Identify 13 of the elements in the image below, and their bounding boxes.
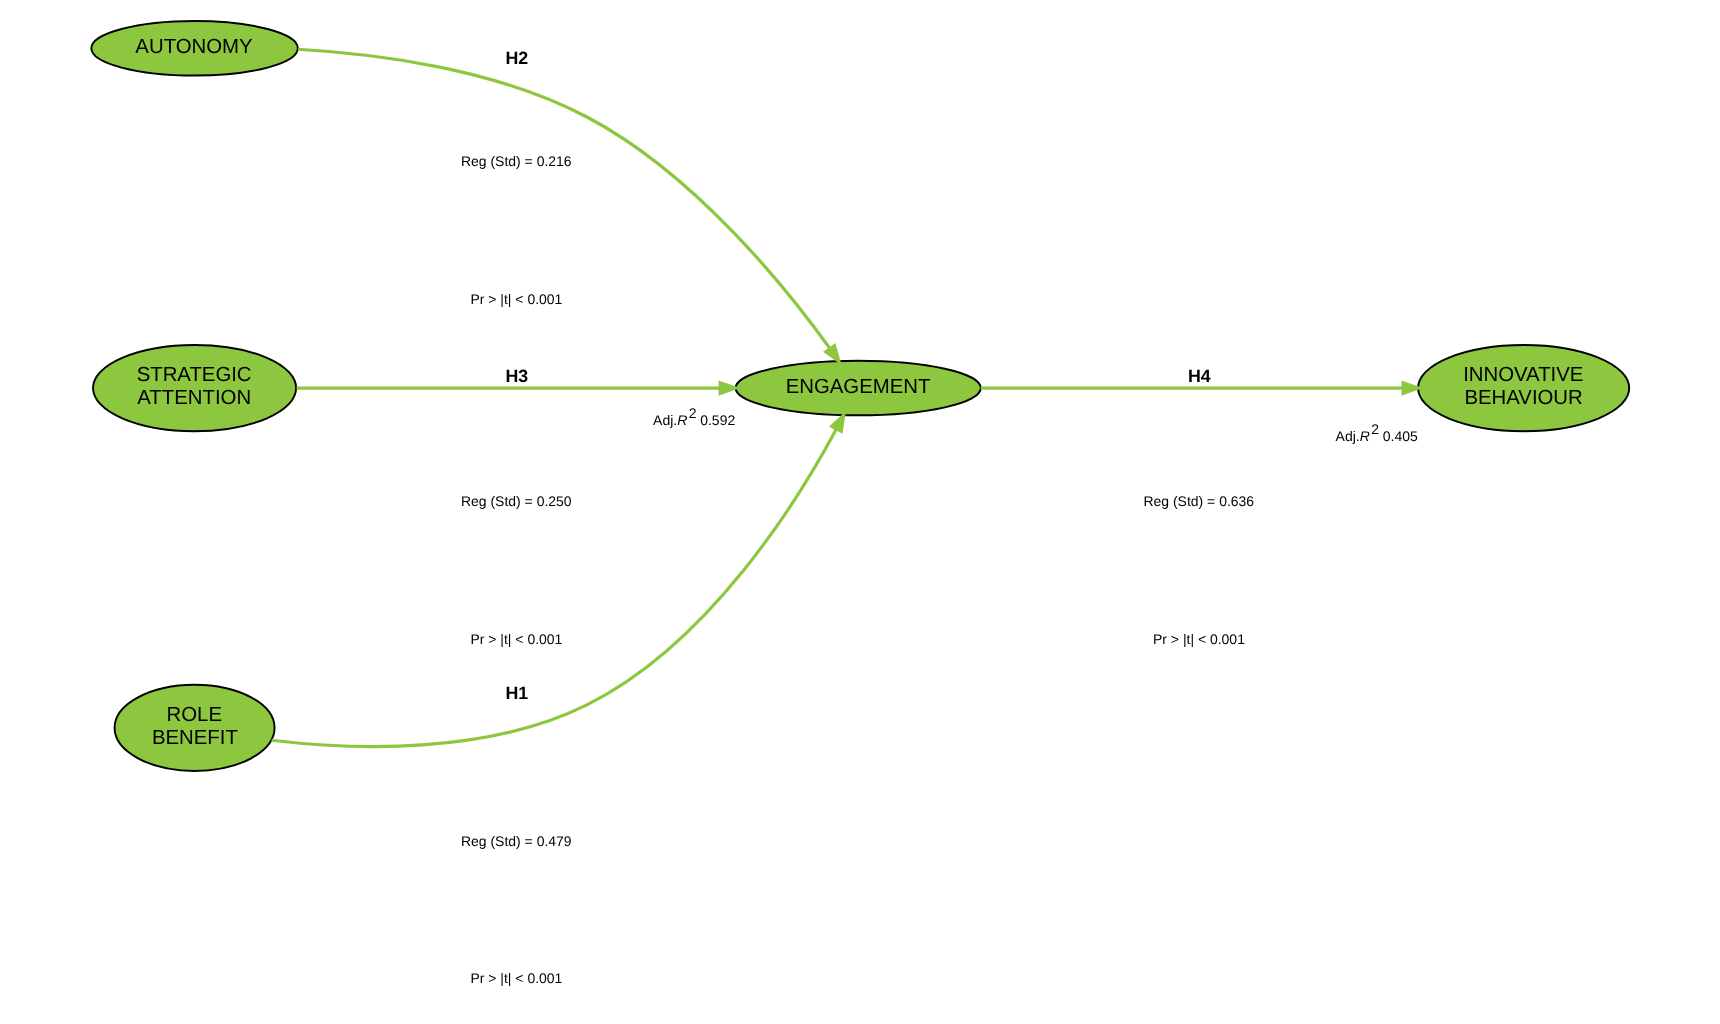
arrow	[980, 380, 1424, 396]
edge-label: H2	[505, 47, 529, 68]
node-ellipse: INNOVATIVE BEHAVIOUR	[1417, 344, 1631, 433]
arrow	[271, 411, 846, 749]
node-ellipse: ENGAGEMENT	[734, 359, 982, 417]
arrow	[298, 47, 842, 366]
edge-label: H1	[505, 682, 529, 703]
node-ellipse: STRATEGIC ATTENTION	[92, 344, 298, 433]
arrow	[296, 380, 741, 396]
node-ellipse: AUTONOMY	[90, 20, 299, 77]
edge-label: H4	[1188, 365, 1211, 386]
edge-label: H3	[505, 365, 529, 386]
node-ellipse: ROLE BENEFIT	[113, 683, 276, 772]
